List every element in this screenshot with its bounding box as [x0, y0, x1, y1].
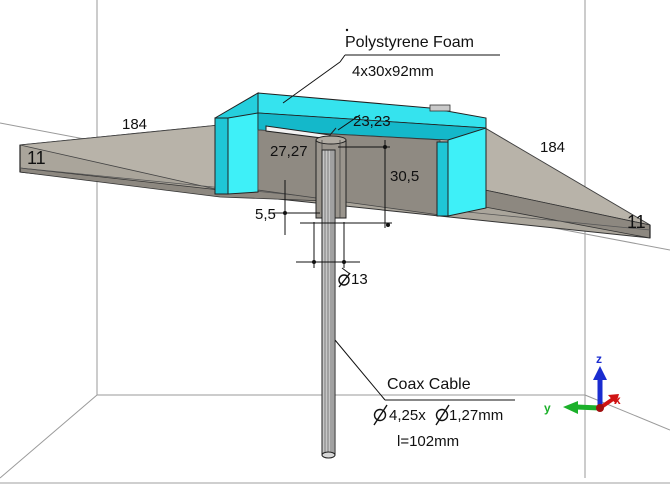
foam-size-label: 4x30x92mm: [352, 63, 434, 80]
width-right-label: 184: [540, 139, 565, 156]
y-axis-label: y: [544, 401, 551, 415]
dimension-lines: [270, 54, 515, 401]
dimension-label-e: 13: [351, 271, 368, 288]
coax-title-label: Coax Cable: [387, 376, 471, 393]
foam-title-label: Polystyrene Foam: [345, 34, 474, 51]
coax-length-label: l=102mm: [397, 433, 459, 450]
z-axis-label: z: [596, 352, 602, 366]
diameter-icon: [373, 404, 388, 426]
dimension-label-b: 27,27: [270, 143, 308, 160]
coax-cable: [321, 149, 336, 459]
diameter-icon: [435, 404, 450, 426]
thickness-right-label: 11: [627, 212, 646, 232]
axis-triad[interactable]: z y x: [544, 352, 621, 415]
foam-block: [214, 92, 487, 217]
thickness-left-label: 11: [27, 148, 46, 168]
dimension-markers: [283, 28, 390, 264]
dimension-label-d: 5,5: [255, 206, 276, 223]
x-axis-label: x: [614, 393, 621, 407]
dimension-label-a: 23,23: [353, 113, 391, 130]
coax-dims-end-label: 1,27mm: [449, 407, 503, 424]
diameter-icon: [338, 272, 351, 288]
dimension-label-c: 30,5: [390, 168, 419, 185]
width-left-label: 184: [122, 116, 147, 133]
coax-dims-mid-label: 4,25x: [389, 407, 426, 424]
